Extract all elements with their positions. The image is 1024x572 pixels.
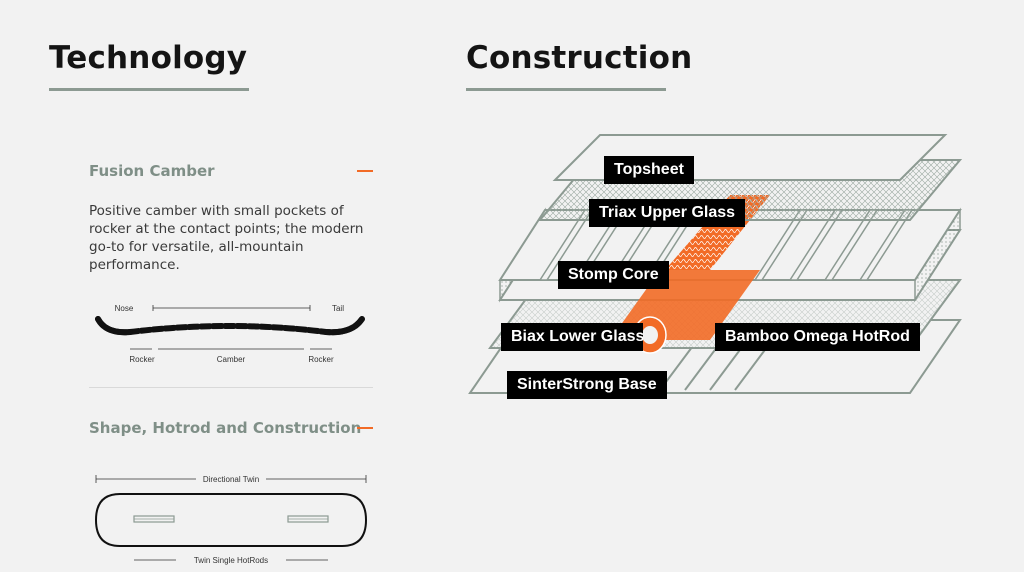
- tail-label: Tail: [332, 304, 344, 313]
- construction-underline: [466, 88, 666, 91]
- fusion-camber-description: Positive camber with small pockets of ro…: [89, 203, 364, 273]
- nose-label: Nose: [115, 304, 134, 313]
- rocker-left-label: Rocker: [129, 355, 155, 364]
- layer-label-stomp-core[interactable]: Stomp Core: [558, 261, 669, 289]
- twin-single-hotrods-label: Twin Single HotRods: [194, 556, 268, 565]
- directional-twin-label: Directional Twin: [203, 475, 259, 484]
- shape-hotrod-construction-title[interactable]: Shape, Hotrod and Construction: [89, 419, 362, 437]
- camber-label: Camber: [217, 355, 246, 364]
- section-divider: [89, 387, 373, 388]
- layer-label-biax-lower-glass[interactable]: Biax Lower Glass: [501, 323, 643, 351]
- layer-label-bamboo-omega-hotrod[interactable]: Bamboo Omega HotRod: [715, 323, 920, 351]
- layer-label-triax-upper-glass[interactable]: Triax Upper Glass: [589, 199, 746, 227]
- layer-label-sinterstrong-base[interactable]: SinterStrong Base: [507, 371, 667, 399]
- collapse-icon[interactable]: [357, 427, 373, 429]
- fusion-camber-title[interactable]: Fusion Camber: [89, 162, 215, 180]
- layer-label-topsheet[interactable]: Topsheet: [604, 156, 694, 184]
- camber-profile-diagram: Nose Tail Rocker Camber Rocker: [95, 304, 365, 364]
- technology-underline: [49, 88, 249, 91]
- construction-heading: Construction: [466, 40, 693, 76]
- rocker-right-label: Rocker: [308, 355, 334, 364]
- board-shape-diagram: Directional Twin Twin Single HotRods: [94, 475, 368, 565]
- collapse-icon[interactable]: [357, 170, 373, 172]
- technology-heading: Technology: [49, 40, 248, 76]
